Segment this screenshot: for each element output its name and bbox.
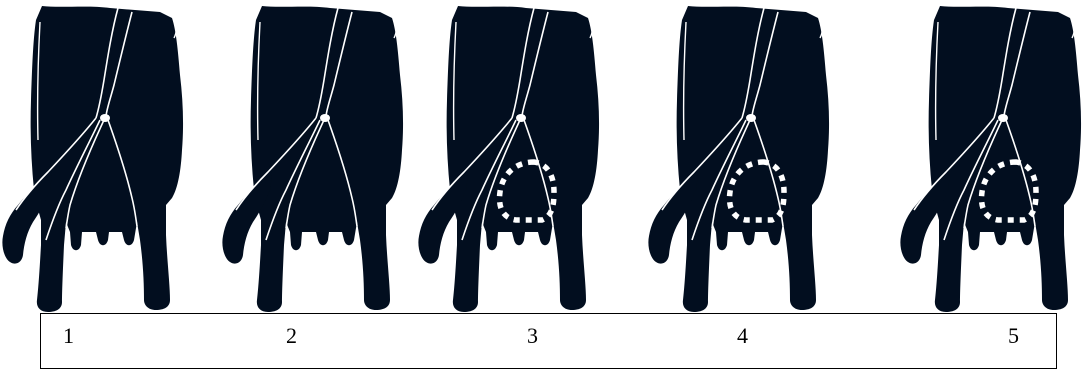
cow-figure-2 (222, 6, 403, 312)
score-label-box: 1 2 3 4 5 (40, 313, 1057, 369)
cow-figure-3 (418, 6, 599, 312)
cow-figure-1 (2, 6, 183, 312)
score-label-5: 5 (1008, 325, 1019, 347)
score-label-1: 1 (63, 325, 74, 347)
cow-figure-5 (900, 6, 1081, 312)
score-label-4: 4 (737, 325, 748, 347)
cow-figure-4 (648, 6, 829, 312)
score-label-3: 3 (527, 325, 538, 347)
score-label-2: 2 (286, 325, 297, 347)
